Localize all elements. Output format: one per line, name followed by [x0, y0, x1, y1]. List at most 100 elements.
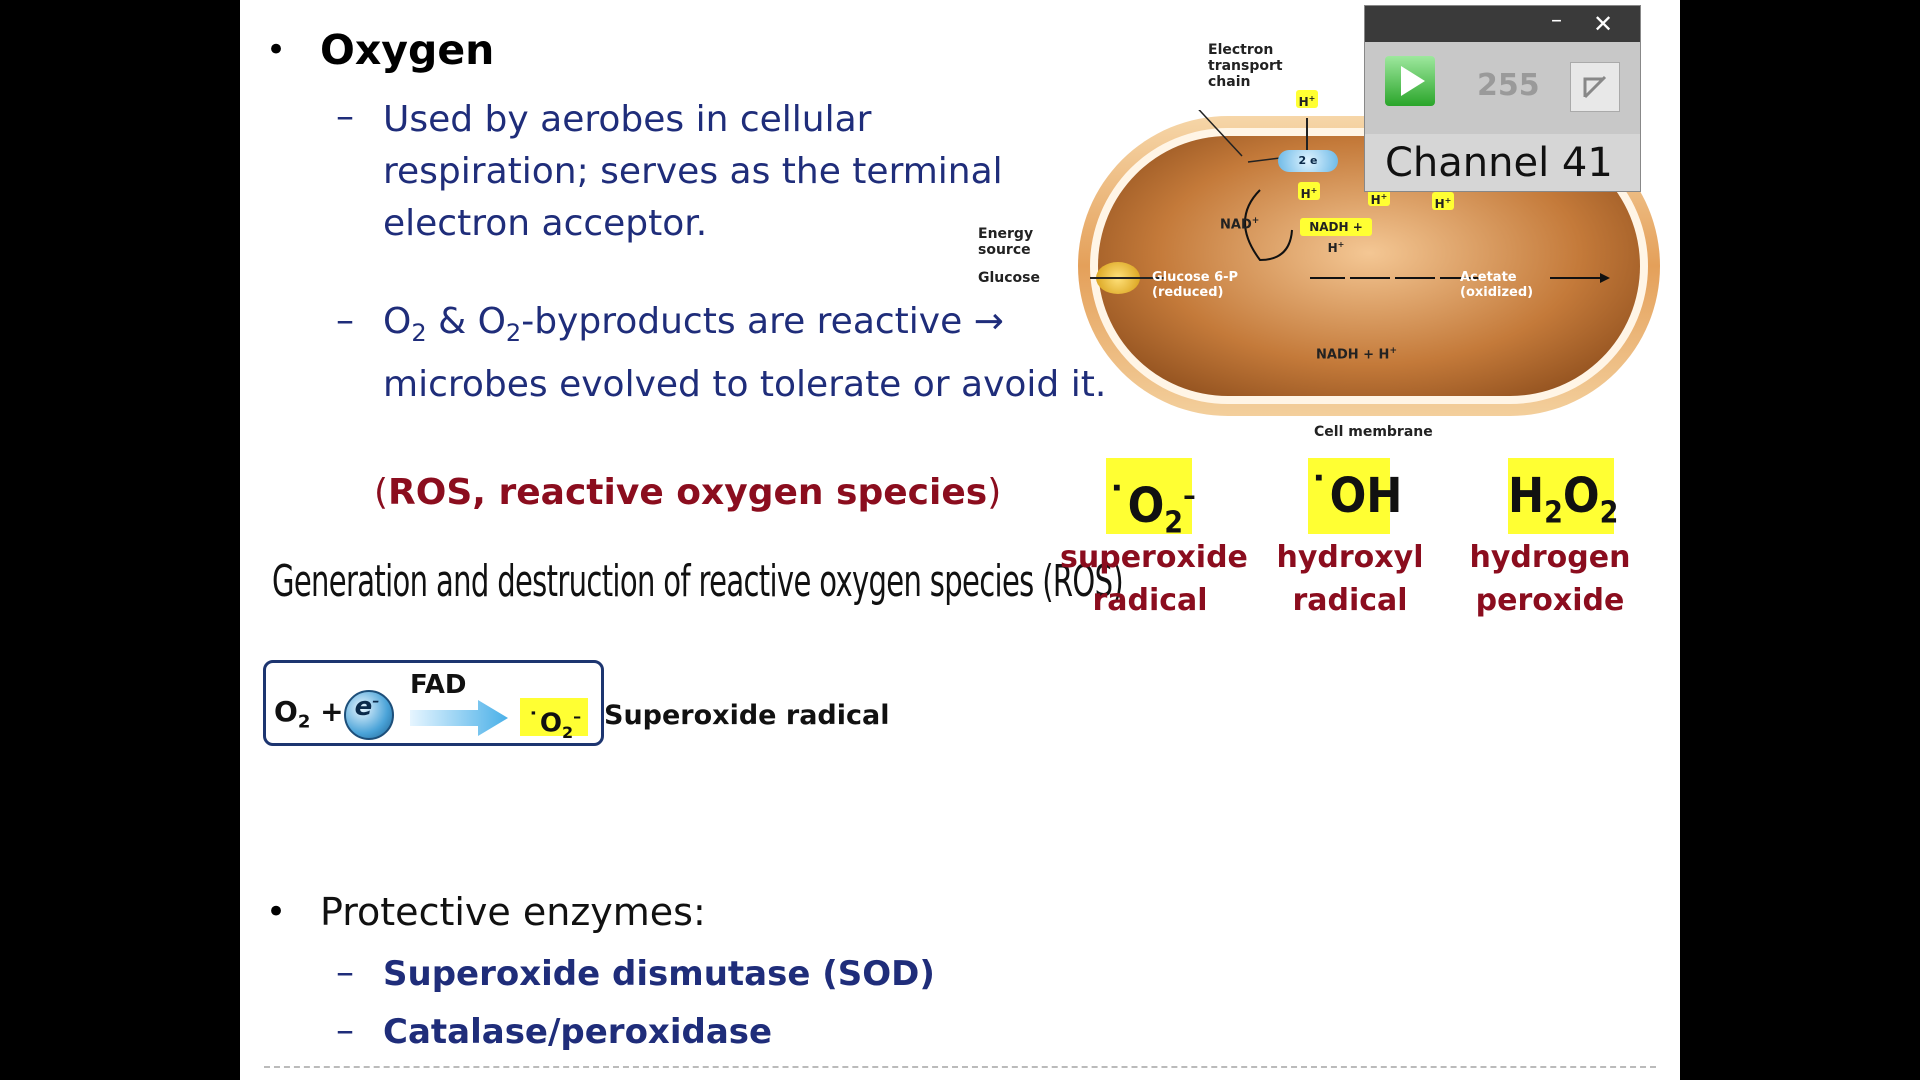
nadh-bottom-label: NADH + H+: [1316, 344, 1397, 362]
o2-a-sub: 2: [411, 319, 427, 348]
nadh-top-sup: +: [1337, 240, 1345, 249]
electron-pair-icon: 2 e: [1278, 150, 1338, 172]
superoxide-radical-label: Superoxide radical: [604, 700, 890, 731]
peroxide-name-2: peroxide: [1475, 583, 1625, 618]
byproducts-line-1: O2 & O2-byproducts are reactive →: [383, 296, 1106, 359]
heading-oxygen: Oxygen: [320, 26, 495, 74]
peroxide-name: hydrogen peroxide: [1460, 536, 1640, 622]
dash-3: –: [336, 952, 354, 993]
nadh-top: NADH + H: [1309, 220, 1363, 255]
h4: H: [1434, 197, 1445, 211]
o2-sub: 2: [297, 711, 311, 733]
play-button[interactable]: [1385, 56, 1435, 106]
cell-membrane-label: Cell membrane: [1314, 424, 1433, 440]
superoxide-name-1: superoxide: [1060, 540, 1248, 575]
o2-b: & O: [426, 301, 506, 342]
point-line-2: respiration; serves as the terminal: [383, 151, 1003, 192]
hydroxyl-name-2: radical: [1292, 583, 1408, 618]
peroxide-name-1: hydrogen: [1469, 540, 1631, 575]
bullet-oxygen: •: [266, 30, 287, 70]
enzyme-sod: Superoxide dismutase (SOD): [383, 954, 935, 994]
ros-open: (: [374, 472, 389, 513]
so-sup: –: [1183, 479, 1196, 512]
enzyme-catalase: Catalase/peroxidase: [383, 1012, 773, 1052]
h-plus-badge: H+: [1432, 192, 1454, 211]
h4-sup: +: [1444, 196, 1452, 205]
hp-o: O: [1562, 468, 1600, 524]
hydroxyl-formula: ˙OH: [1308, 458, 1402, 534]
superoxide-formula: ˙O2–: [1106, 458, 1196, 541]
o2-a: O: [383, 301, 412, 342]
bullet-protective: •: [266, 892, 287, 932]
nad-text: NAD: [1220, 217, 1252, 233]
generation-title: Generation and destruction of reactive o…: [272, 556, 1124, 607]
byproducts-text: -byproducts are reactive: [521, 301, 974, 342]
etc-3: chain: [1208, 74, 1251, 90]
footer-divider: [264, 1066, 1656, 1068]
nad-label: NAD+: [1220, 214, 1259, 232]
g6p-2: (reduced): [1152, 285, 1224, 300]
channel-overlay: – ✕ 255 Channel 41: [1364, 5, 1641, 192]
hydroxyl-name-1: hydroxyl: [1276, 540, 1424, 575]
g6p-1: Glucose 6-P: [1152, 270, 1239, 285]
point-byproducts: O2 & O2-byproducts are reactive → microb…: [383, 296, 1106, 411]
play-icon: [1401, 66, 1425, 96]
product-sup: –: [573, 707, 582, 726]
energy-2: source: [978, 242, 1031, 258]
dash-1: –: [336, 96, 354, 137]
peroxide-formula: H2O2: [1508, 458, 1618, 534]
diagram-arrows: [1090, 110, 1610, 283]
superoxide-name-2: radical: [1092, 583, 1208, 618]
o2-b-sub: 2: [505, 319, 522, 348]
h2: H: [1300, 187, 1311, 201]
ros-close: ): [987, 472, 1002, 513]
product-o: ˙O: [526, 708, 562, 739]
plus-sign: +: [320, 695, 344, 728]
h-plus-badge: H+: [1298, 182, 1320, 201]
byproducts-line-2: microbes evolved to tolerate or avoid it…: [383, 364, 1107, 406]
product-sub: 2: [561, 722, 574, 742]
arrow-icon: →: [973, 301, 1004, 342]
electron-e: e: [354, 692, 373, 722]
superoxide-name: superoxide radical: [1060, 536, 1248, 622]
dash-4: –: [336, 1010, 354, 1051]
h1-sup: +: [1308, 94, 1316, 103]
point-aerobes: Used by aerobes in cellular respiration;…: [383, 94, 1003, 250]
overlay-channel-bar: [1365, 134, 1640, 191]
etc-1: Electron: [1208, 42, 1274, 58]
ros-text: ROS, reactive oxygen species: [388, 472, 988, 513]
ros-label: (ROS, reactive oxygen species): [374, 472, 1001, 513]
hydroxyl-name: hydroxyl radical: [1260, 536, 1440, 622]
nadh-bottom: NADH + H: [1316, 347, 1390, 363]
overlay-titlebar: [1365, 6, 1640, 42]
acetate-label: Acetate(oxidized): [1460, 270, 1533, 300]
popout-button[interactable]: [1570, 62, 1620, 112]
h3-sup: +: [1380, 192, 1388, 201]
hp-sub2: 2: [1599, 495, 1619, 531]
electron-sup: –: [372, 693, 380, 710]
channel-label: Channel 41: [1385, 140, 1613, 186]
electron-label: e–: [344, 692, 390, 722]
h3: H: [1370, 193, 1381, 207]
nadh-bottom-sup: +: [1389, 346, 1397, 356]
point-line-3: electron acceptor.: [383, 203, 708, 244]
acetate-1: Acetate: [1460, 270, 1517, 285]
close-button[interactable]: ✕: [1593, 10, 1614, 38]
h2-sup: +: [1310, 186, 1318, 195]
dash-2: –: [336, 300, 354, 341]
h-plus-badge: H+: [1296, 90, 1318, 109]
popout-icon: [1583, 75, 1607, 99]
fad-label: FAD: [410, 670, 467, 700]
reaction-arrow-icon: [410, 700, 508, 736]
so-sub: 2: [1164, 505, 1184, 541]
point-line-1: Used by aerobes in cellular: [383, 99, 872, 140]
electron-icon: [344, 690, 394, 740]
nadh-badge: NADH + H+: [1300, 218, 1372, 255]
h1: H: [1298, 95, 1309, 109]
minimize-button[interactable]: –: [1551, 8, 1562, 33]
hp-h: H: [1508, 468, 1545, 524]
h-plus-badge: H+: [1368, 188, 1390, 207]
glucose6p-label: Glucose 6-P(reduced): [1152, 270, 1238, 300]
